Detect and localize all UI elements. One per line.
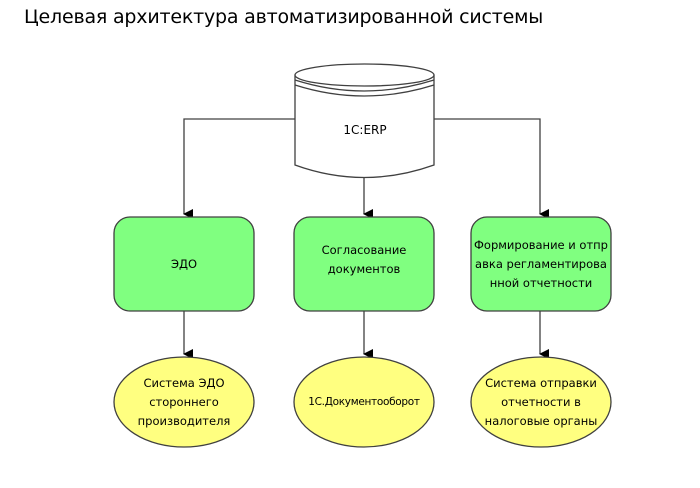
system-ellipse-edo[interactable]	[113, 356, 255, 448]
process-box-reporting[interactable]	[470, 216, 612, 312]
page-title: Целевая архитектура автоматизированной с…	[24, 6, 544, 28]
process-label-approval: Согласование документов	[321, 243, 407, 276]
system-label-tax: Система отправки отчетности в налоговые …	[484, 375, 598, 428]
connector-erp-to-reporting	[434, 118, 549, 219]
system-label-docflow: 1С.Документооборот	[308, 395, 420, 408]
database-label: 1C:ERP	[343, 122, 387, 137]
process-label-edo: ЭДО	[170, 256, 198, 271]
connector-erp-to-edo	[183, 118, 295, 219]
system-ellipse-docflow[interactable]	[293, 356, 435, 448]
system-label-edo: Система ЭДО стороннего производителя	[137, 375, 231, 428]
process-box-approval[interactable]	[293, 216, 435, 312]
database-cylinder[interactable]	[294, 63, 435, 179]
process-box-edo[interactable]	[113, 216, 255, 312]
process-label-reporting: Формирование и отправка регламентированн…	[474, 237, 608, 290]
system-ellipse-tax[interactable]	[470, 356, 612, 448]
